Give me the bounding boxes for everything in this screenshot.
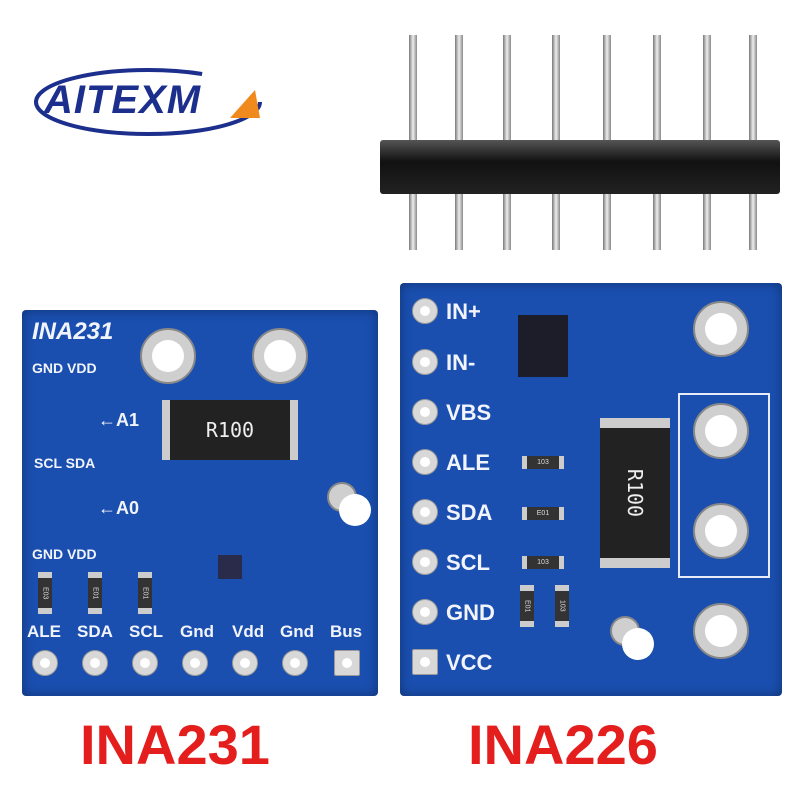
header-plastic bbox=[380, 140, 780, 194]
pin-pad bbox=[412, 499, 438, 525]
resistor: E01 bbox=[138, 572, 152, 614]
shunt-hole bbox=[252, 328, 308, 384]
shunt-label: R100 bbox=[622, 468, 647, 518]
terminal-hole bbox=[693, 403, 749, 459]
caption-left: INA231 bbox=[80, 713, 270, 776]
resistor: E01 bbox=[520, 585, 534, 627]
resistor: E03 bbox=[38, 572, 52, 614]
pin-pad bbox=[412, 649, 438, 675]
brand-logo: AITEXM bbox=[30, 60, 270, 140]
resistor: E01 bbox=[522, 507, 564, 520]
ina231-board: INA231 GND VDD ←A1 SCL SDA ←A0 GND VDD R… bbox=[22, 310, 378, 696]
addr-label-a0: ←A0 bbox=[98, 498, 140, 518]
mount-hole bbox=[610, 616, 654, 660]
pin-pad bbox=[232, 650, 258, 676]
shunt-resistor: R100 bbox=[600, 418, 670, 568]
ina226-board: R100 103 E01 103 E01 103 IN+ IN- VBS ALE… bbox=[400, 283, 782, 696]
pin-pad bbox=[412, 399, 438, 425]
pin-pad bbox=[412, 599, 438, 625]
pin-label: ALE bbox=[446, 450, 490, 475]
shunt-resistor: R100 bbox=[162, 400, 298, 460]
pin-header bbox=[375, 0, 785, 260]
addr-label-a1: ←A1 bbox=[98, 410, 140, 430]
pin-pad bbox=[412, 549, 438, 575]
pin-label: VCC bbox=[446, 650, 493, 675]
mount-hole bbox=[327, 482, 371, 526]
pin-pad bbox=[334, 650, 360, 676]
pin-pad bbox=[32, 650, 58, 676]
addr-label-middle: SCL SDA bbox=[34, 455, 96, 471]
addr-label-top: GND VDD bbox=[32, 360, 97, 376]
resistor: E01 bbox=[88, 572, 102, 614]
pin-pad bbox=[412, 349, 438, 375]
pin-label: IN+ bbox=[446, 299, 481, 324]
pin-label: Gnd bbox=[280, 622, 314, 641]
pin-label: VBS bbox=[446, 400, 492, 425]
terminal-hole bbox=[693, 503, 749, 559]
resistor: 103 bbox=[522, 456, 564, 469]
pin-label: Gnd bbox=[180, 622, 214, 641]
ic-chip bbox=[218, 555, 242, 579]
pin-pad bbox=[412, 449, 438, 475]
pin-pad bbox=[132, 650, 158, 676]
pin-label: Bus bbox=[330, 622, 363, 641]
pin-pad bbox=[182, 650, 208, 676]
logo-text: AITEXM bbox=[44, 78, 202, 122]
pin-label: GND bbox=[446, 600, 495, 625]
pin-label: IN- bbox=[446, 350, 476, 375]
pin-label: ALE bbox=[27, 622, 61, 641]
logo-swoosh-icon bbox=[34, 68, 262, 136]
pin-label: SDA bbox=[446, 500, 493, 525]
pin-label: SCL bbox=[446, 550, 490, 575]
caption-right: INA226 bbox=[468, 713, 658, 776]
pin-label: SDA bbox=[77, 622, 113, 641]
mount-hole bbox=[693, 603, 749, 659]
addr-label-bottom: GND VDD bbox=[32, 546, 97, 562]
pin-pad bbox=[412, 298, 438, 324]
pin-label: SCL bbox=[129, 622, 163, 641]
ic-chip bbox=[518, 315, 568, 377]
pin-pad bbox=[282, 650, 308, 676]
pin-pad bbox=[82, 650, 108, 676]
terminal-outline bbox=[678, 393, 770, 578]
shunt-hole bbox=[140, 328, 196, 384]
resistor: 103 bbox=[555, 585, 569, 627]
mount-hole bbox=[693, 301, 749, 357]
board-title: INA231 bbox=[32, 318, 114, 345]
resistor: 103 bbox=[522, 556, 564, 569]
pin-label: Vdd bbox=[232, 622, 265, 641]
